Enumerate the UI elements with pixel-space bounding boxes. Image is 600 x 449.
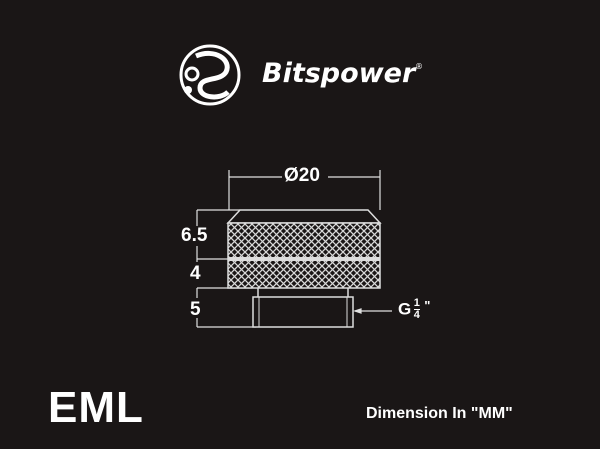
dimension-lines bbox=[196, 170, 392, 328]
registered-mark: ® bbox=[415, 62, 423, 71]
thread-suffix: " bbox=[424, 298, 431, 313]
thread-prefix: G bbox=[398, 299, 412, 319]
unit-note: Dimension In "MM" bbox=[366, 405, 513, 422]
height-label-middle: 4 bbox=[190, 263, 201, 284]
bitspower-dragon-logo bbox=[179, 44, 241, 106]
diameter-label: Ø20 bbox=[284, 165, 320, 186]
fitting-body bbox=[226, 209, 382, 328]
thread-numerator: 1 bbox=[413, 297, 420, 310]
height-label-top: 6.5 bbox=[181, 225, 208, 246]
brand-name: Bitspower bbox=[262, 58, 416, 89]
height-label-bottom: 5 bbox=[190, 299, 201, 320]
thread-denominator: 4 bbox=[413, 309, 420, 321]
thread-label: G 1 4 " bbox=[398, 298, 430, 321]
model-name: EML bbox=[48, 383, 144, 432]
